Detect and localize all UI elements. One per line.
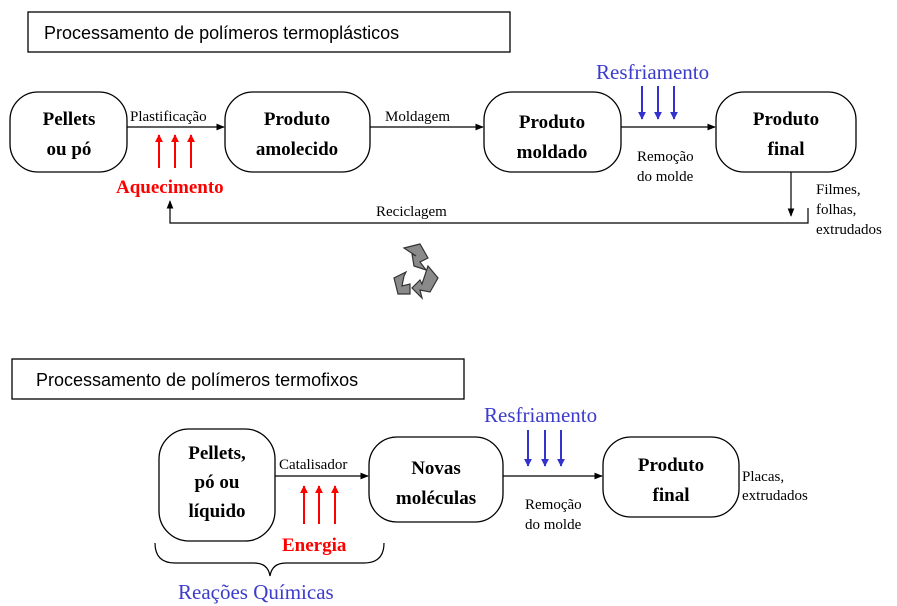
node-molded-product: Produto moldado: [483, 91, 622, 173]
node-thermoset-pellets-line3: líquido: [188, 501, 245, 522]
node-new-molecules-line1: Novas: [411, 458, 461, 479]
node-final-line1: Produto: [753, 109, 819, 130]
node-new-molecules-line2: moléculas: [396, 488, 476, 509]
node-thermoset-pellets-line1: Pellets,: [188, 443, 246, 464]
energy-arrows: [300, 485, 339, 524]
output-line2: folhas,: [816, 202, 856, 218]
node-thermoset-final: Produto final: [602, 436, 740, 518]
thermoset-title: Processamento de polímeros termofixos: [36, 370, 358, 390]
label-thermoset-mold-removal-line2: do molde: [525, 517, 582, 533]
node-pellets: Pellets ou pó: [9, 91, 128, 173]
arrow-recycling: [166, 200, 809, 224]
thermoset-title-frame: [11, 358, 465, 400]
node-final-product: Produto final: [715, 91, 857, 173]
heating-label: Aquecimento: [116, 177, 224, 198]
thermoplastic-cooling-arrows: [638, 86, 678, 120]
chemical-reactions-brace: [154, 542, 385, 577]
label-mold-removal-line1: Remoção: [637, 149, 694, 165]
node-thermoset-pellets: Pellets, pó ou líquido: [158, 428, 276, 542]
node-thermoset-final-line2: final: [653, 485, 690, 506]
node-softened-line2: amolecido: [256, 139, 338, 160]
node-softened-product: Produto amolecido: [224, 91, 371, 173]
output-line1: Filmes,: [816, 182, 861, 198]
node-new-molecules: Novas moléculas: [368, 436, 504, 523]
thermoset-cooling-label: Resfriamento: [484, 403, 597, 427]
node-thermoset-pellets-line2: pó ou: [195, 472, 240, 493]
recycle-icon: [393, 243, 439, 300]
thermoset-cooling-arrows: [524, 430, 565, 467]
label-molding: Moldagem: [385, 109, 450, 125]
label-plasticization: Plastificação: [130, 109, 207, 125]
heating-arrows: [155, 134, 195, 168]
node-pellets-line2: ou pó: [47, 139, 92, 160]
thermoset-output-line1: Placas,: [742, 469, 784, 485]
node-softened-line1: Produto: [264, 109, 330, 130]
node-molded-line1: Produto: [519, 112, 585, 133]
thermoplastic-title: Processamento de polímeros termoplástico…: [44, 23, 399, 43]
node-final-line2: final: [768, 139, 805, 160]
thermoset-output-line2: extrudados: [742, 488, 808, 504]
node-thermoset-final-line1: Produto: [638, 455, 704, 476]
output-line3: extrudados: [816, 222, 882, 238]
energy-label: Energia: [282, 535, 347, 556]
label-thermoset-mold-removal-line1: Remoção: [525, 497, 582, 513]
chemical-reactions-label: Reações Químicas: [178, 580, 334, 604]
label-mold-removal-line2: do molde: [637, 169, 694, 185]
thermoplastic-cooling-label: Resfriamento: [596, 60, 709, 84]
label-recycling: Reciclagem: [376, 204, 447, 220]
label-catalyst: Catalisador: [279, 457, 347, 473]
node-molded-line2: moldado: [517, 142, 588, 163]
node-pellets-line1: Pellets: [43, 109, 96, 130]
thermoplastic-title-frame: [27, 11, 511, 53]
